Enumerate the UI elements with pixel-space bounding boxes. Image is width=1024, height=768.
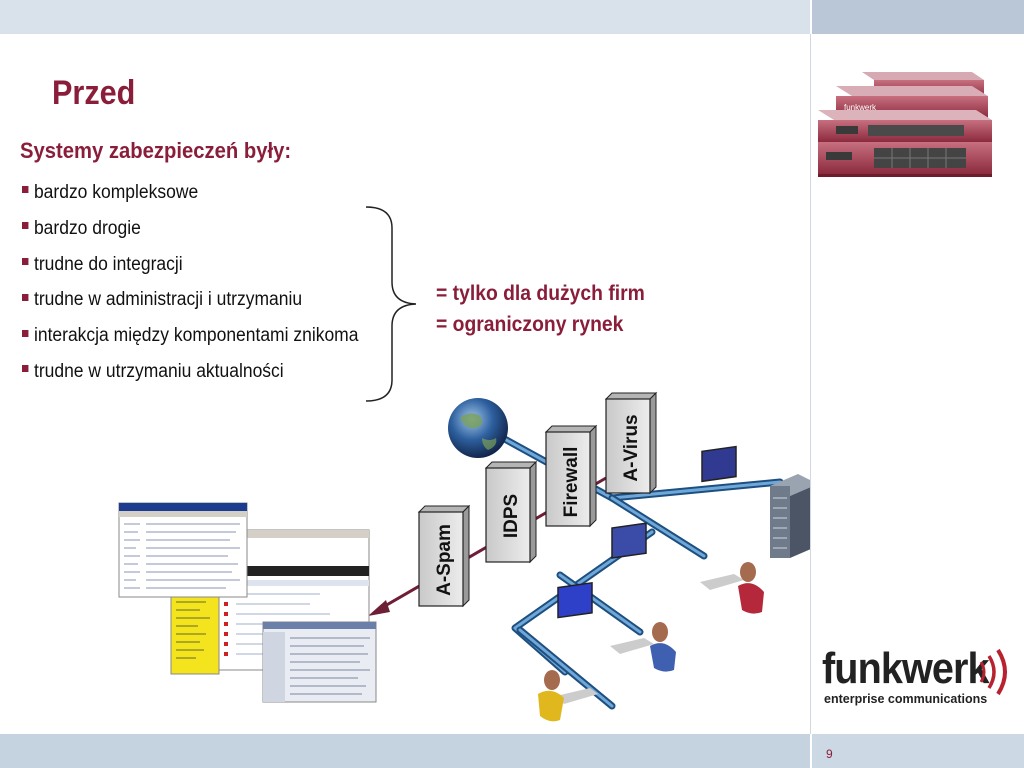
security-box-a-virus xyxy=(604,391,658,495)
appliance-photo: funkwerk xyxy=(818,72,992,177)
box-label: A-Spam xyxy=(434,524,455,596)
logo-wordmark: funkwerk xyxy=(822,644,990,693)
bullet-text: trudne do integracji xyxy=(33,253,183,275)
bullet-square-icon xyxy=(22,365,29,373)
box-label: A-Virus xyxy=(621,414,642,481)
curly-brace xyxy=(365,206,417,402)
bullet-text: bardzo kompleksowe xyxy=(33,182,199,203)
software-window-icon xyxy=(170,589,220,675)
bullet-list: bardzo kompleksowe bardzo drogie trudne … xyxy=(22,182,388,397)
bullet-text: trudne w administracji i utrzymaniu xyxy=(33,289,303,311)
footer-bar xyxy=(0,734,810,768)
arrow-head-icon xyxy=(368,600,390,616)
header-bar xyxy=(0,0,810,34)
bullet-square-icon xyxy=(22,329,29,337)
bullet-item: trudne w utrzymaniu aktualności xyxy=(22,361,358,397)
result-line: = tylko dla dużych firm xyxy=(436,282,645,305)
slide-title: Przed xyxy=(52,74,136,112)
workstation-icon xyxy=(538,581,598,722)
footer-bar-right xyxy=(812,734,1024,768)
security-box-a-spam xyxy=(417,504,471,608)
security-box-firewall xyxy=(544,424,598,528)
bullet-text: trudne w utrzymaniu aktualności xyxy=(33,360,284,382)
server-icon xyxy=(770,474,810,558)
svg-text:funkwerk: funkwerk xyxy=(844,103,877,112)
bullet-square-icon xyxy=(22,293,29,301)
slide-subtitle: Systemy zabezpieczeń były: xyxy=(20,138,292,163)
bullet-square-icon xyxy=(22,186,29,194)
bullet-item: bardzo kompleksowe xyxy=(22,182,358,218)
bullet-square-icon xyxy=(22,258,29,266)
workstation-icon xyxy=(700,445,764,614)
bullet-item: bardzo drogie xyxy=(22,218,358,254)
signal-waves-icon xyxy=(979,648,1007,696)
header-bar-right xyxy=(812,0,1024,34)
logo-tagline: enterprise communications xyxy=(824,692,988,706)
right-divider xyxy=(810,34,811,734)
result-line: = ograniczony rynek xyxy=(436,313,624,336)
page-number: 9 xyxy=(826,747,833,761)
bullet-text: bardzo drogie xyxy=(33,217,141,239)
bullet-item: trudne do integracji xyxy=(22,254,358,290)
box-label: IDPS xyxy=(501,494,522,538)
bullet-item: interakcja między komponentami znikoma xyxy=(22,325,358,361)
security-box-idps xyxy=(484,460,538,564)
bullet-square-icon xyxy=(22,222,29,230)
bullet-text: interakcja między komponentami znikoma xyxy=(33,325,359,347)
software-window-icon xyxy=(262,621,377,703)
box-label: Firewall xyxy=(561,447,582,518)
bullet-item: trudne w administracji i utrzymaniu xyxy=(22,289,358,325)
network-diagram: A-Spam IDPS Firewall A-Virus xyxy=(118,391,810,722)
globe-icon xyxy=(448,398,508,458)
workstation-icon xyxy=(610,522,676,672)
software-window-icon xyxy=(118,502,248,598)
